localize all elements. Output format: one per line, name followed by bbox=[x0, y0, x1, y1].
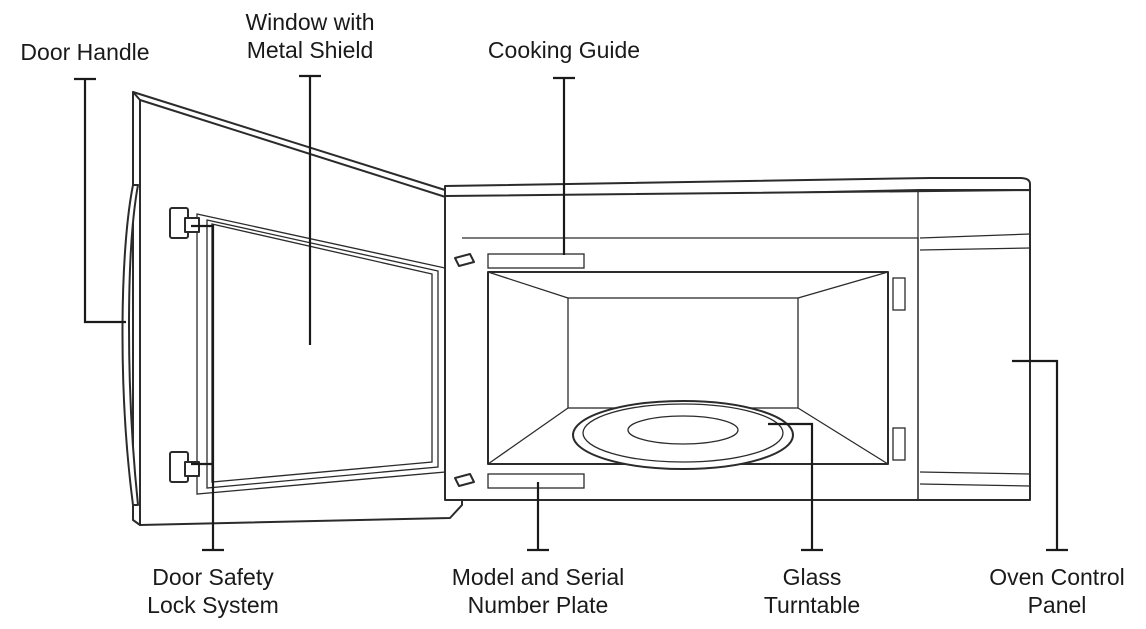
label-window-metal-shield: Window with Metal Shield bbox=[245, 8, 374, 64]
label-cooking-guide: Cooking Guide bbox=[488, 36, 640, 64]
label-door-handle: Door Handle bbox=[20, 38, 149, 66]
window-text-line2: Metal Shield bbox=[246, 37, 374, 63]
window-text-line1: Window with bbox=[245, 9, 375, 35]
label-glass-turntable: Glass Turntable bbox=[764, 563, 860, 619]
vents bbox=[892, 277, 906, 461]
leader-glass bbox=[768, 422, 823, 552]
leader-door-safety bbox=[191, 224, 224, 552]
door-safety-text-line2: Lock System bbox=[147, 592, 279, 618]
turntable bbox=[572, 400, 794, 470]
glass-text-line2: Turntable bbox=[763, 592, 861, 618]
leader-cooking-guide bbox=[553, 76, 575, 255]
label-oven-control-panel: Oven Control Panel bbox=[989, 563, 1125, 619]
leader-oven bbox=[1012, 359, 1068, 552]
leader-window bbox=[299, 74, 321, 345]
hinges bbox=[454, 253, 475, 487]
label-model-serial-plate: Model and Serial Number Plate bbox=[452, 563, 625, 619]
plates bbox=[487, 253, 585, 489]
label-door-safety-lock: Door Safety Lock System bbox=[147, 563, 279, 619]
cooking-guide-text: Cooking Guide bbox=[487, 37, 641, 63]
door-handle-shape bbox=[121, 184, 139, 506]
leader-door-handle bbox=[74, 77, 126, 324]
door-latches bbox=[169, 207, 200, 483]
door-handle-text: Door Handle bbox=[20, 39, 150, 65]
model-text-line2: Number Plate bbox=[467, 592, 609, 618]
leader-model bbox=[527, 482, 549, 552]
model-text-line1: Model and Serial bbox=[451, 564, 625, 590]
glass-text-line1: Glass bbox=[782, 564, 842, 590]
oven-text-line2: Panel bbox=[1027, 592, 1087, 618]
oven-text-line1: Oven Control bbox=[989, 564, 1125, 590]
door-safety-text-line1: Door Safety bbox=[152, 564, 274, 590]
